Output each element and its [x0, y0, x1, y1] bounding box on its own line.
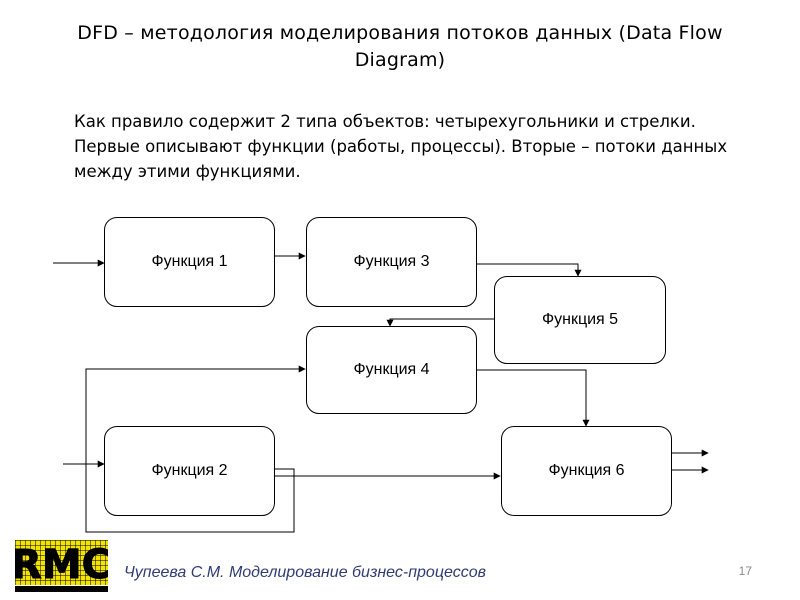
function-box-2-label: Функция 2 — [151, 462, 228, 479]
function-box-6-label: Функция 6 — [548, 462, 625, 479]
function-box-4: Функция 4 — [306, 326, 477, 414]
function-box-1-label: Функция 1 — [151, 253, 228, 270]
arrow-f2-loop-f4 — [85, 365, 306, 533]
function-box-4-label: Функция 4 — [353, 361, 430, 378]
arrow-f5-f4 — [386, 318, 494, 327]
function-box-3: Функция 3 — [306, 217, 477, 307]
function-box-5: Функция 5 — [494, 276, 666, 364]
function-box-2: Функция 2 — [104, 426, 275, 516]
rmc-logo-text: RMC — [15, 542, 108, 588]
footer-author: Чупеева С.М. Моделирование бизнес-процес… — [124, 564, 486, 581]
slide-title: DFD – методология моделирования потоков … — [77, 22, 723, 71]
page-number: 17 — [738, 564, 752, 578]
function-box-5-label: Функция 5 — [541, 311, 619, 328]
function-box-1: Функция 1 — [104, 217, 275, 307]
arrow-f4-f6 — [476, 369, 590, 427]
intro-text: Как правило содержит 2 типа объектов: че… — [74, 112, 728, 181]
function-box-3-label: Функция 3 — [353, 253, 430, 270]
rmc-logo: RMC — [15, 540, 108, 592]
function-box-6: Функция 6 — [501, 426, 672, 516]
arrow-f3-f5 — [476, 263, 582, 277]
